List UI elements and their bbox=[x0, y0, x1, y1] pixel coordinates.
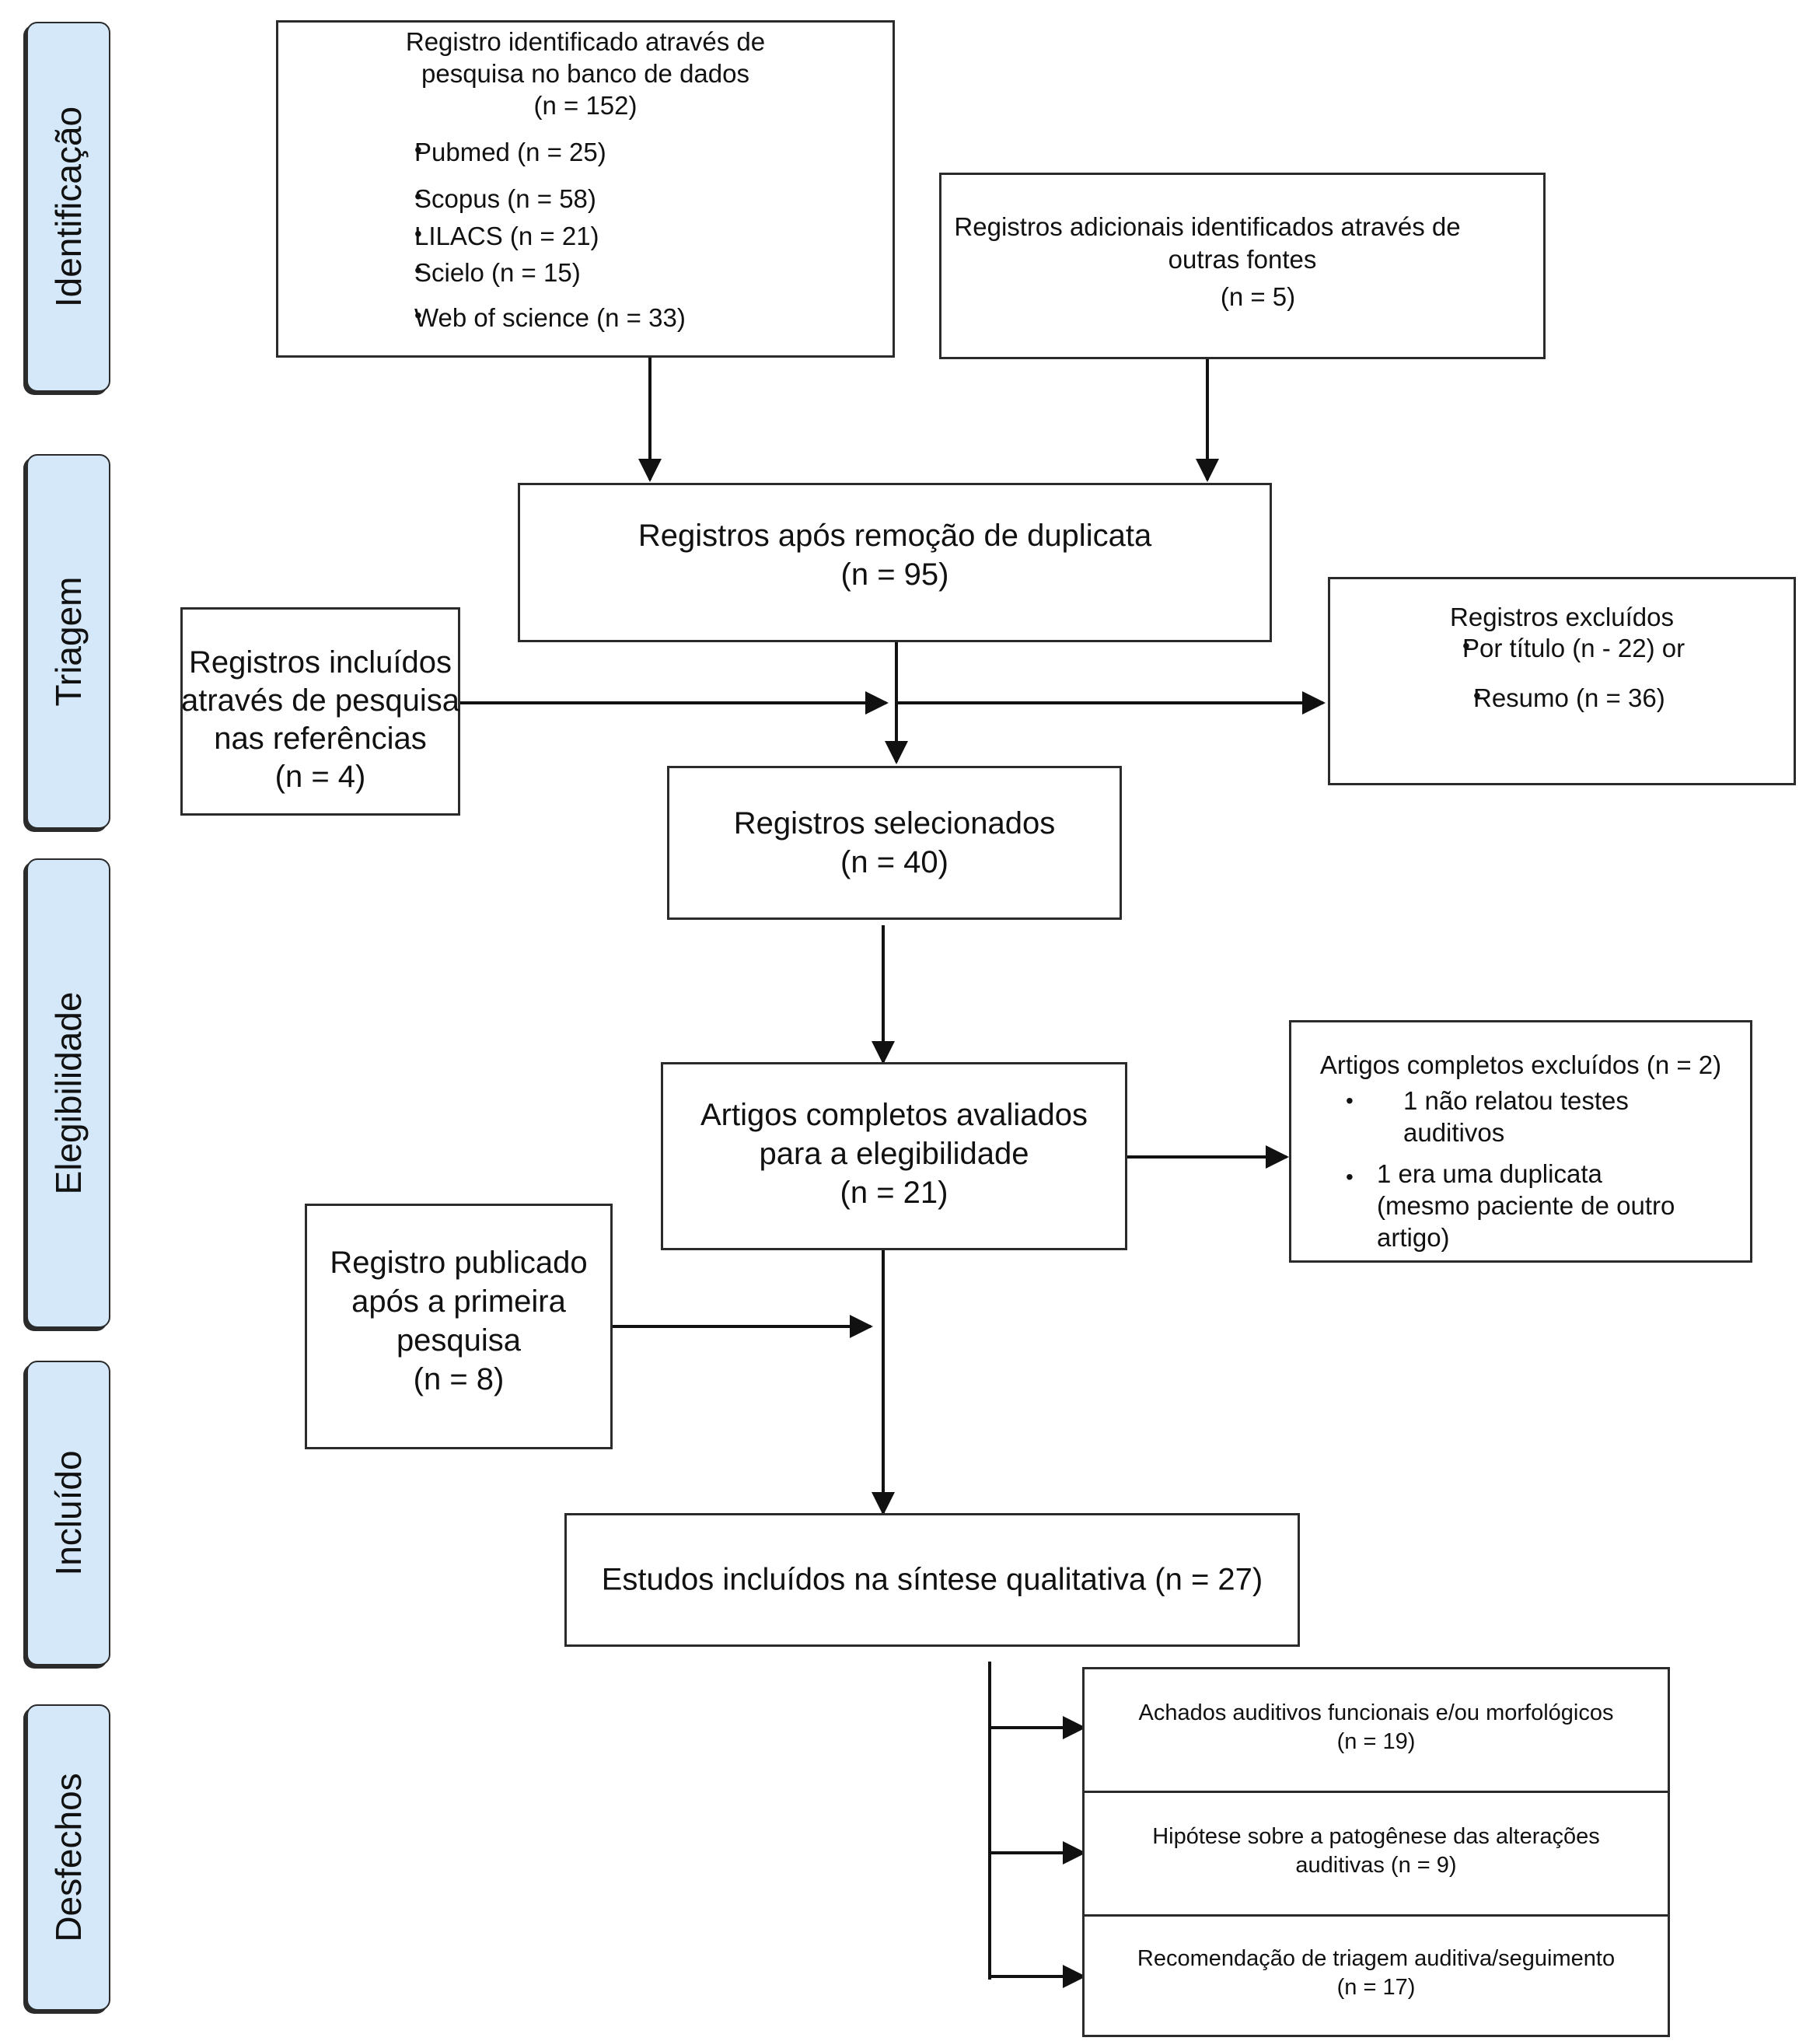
full-text-box: Artigos completos avaliados para a elegi… bbox=[661, 1062, 1127, 1250]
stage-triagem: Triagem bbox=[26, 454, 110, 829]
outcome-functional-line-1: Achados auditivos funcionais e/ou morfol… bbox=[1138, 1700, 1614, 1725]
selected-box: Registros selecionados (n = 40) bbox=[667, 766, 1122, 920]
references-box: Registros incluídos através de pesquisa … bbox=[180, 607, 460, 816]
full-text-line-2: para a elegibilidade bbox=[759, 1137, 1029, 1171]
published-after-line-1: Registro publicado bbox=[330, 1246, 588, 1280]
outcome-hypothesis-line-2: auditivas (n = 9) bbox=[1295, 1853, 1457, 1878]
outcome-hypothesis-line-1: Hipótese sobre a patogênese das alteraçõ… bbox=[1152, 1824, 1600, 1849]
not-reported-line-2: auditivos bbox=[1403, 1118, 1505, 1147]
stage-elegibilidade: Elegibilidade bbox=[26, 858, 110, 1328]
other-sources-line-2: outras fontes bbox=[1168, 245, 1317, 274]
duplicate-line-1: 1 era uma duplicata bbox=[1377, 1159, 1602, 1188]
excluded-by-abstract: Resumo (n = 36) bbox=[1473, 683, 1696, 713]
published-after-line-2: após a primeira bbox=[351, 1284, 566, 1319]
included-label: Estudos incluídos na síntese qualitativa… bbox=[601, 1562, 1263, 1597]
outcome-functional-line-2: (n = 19) bbox=[1336, 1729, 1416, 1754]
duplicate-line-3: artigo) bbox=[1377, 1223, 1450, 1252]
stage-desfechos: Desfechos bbox=[26, 1704, 110, 2011]
full-text-excluded-title: Artigos completos excluídos (n = 2) bbox=[1319, 1050, 1722, 1079]
db-search-title-2: pesquisa no banco de dados bbox=[421, 59, 749, 88]
references-line-1: Registros incluídos bbox=[189, 645, 452, 680]
selected-label: Registros selecionados bbox=[733, 806, 1056, 841]
db-search-title-1: Registro identificado através de bbox=[405, 27, 766, 56]
db-search-box: Registro identificado através de pesquis… bbox=[276, 20, 895, 358]
full-text-line-1: Artigos completos avaliados bbox=[700, 1098, 1088, 1132]
excluded-records-box: Registros excluídos Por título (n - 22) … bbox=[1328, 577, 1796, 785]
references-line-2: através de pesquisa bbox=[180, 683, 459, 718]
full-text-count: (n = 21) bbox=[840, 1176, 948, 1210]
outcome-screening-line-1: Recomendação de triagem auditiva/seguime… bbox=[1137, 1946, 1616, 1971]
db-search-count: (n = 152) bbox=[533, 91, 638, 120]
after-duplicates-count: (n = 95) bbox=[840, 557, 949, 592]
stage-incluido: Incluído bbox=[26, 1361, 110, 1665]
other-sources-line-1: Registros adicionais identificados atrav… bbox=[954, 212, 1461, 241]
included-box: Estudos incluídos na síntese qualitativa… bbox=[564, 1513, 1300, 1647]
outcome-screening-box: Recomendação de triagem auditiva/seguime… bbox=[1082, 1914, 1670, 2037]
other-sources-box: Registros adicionais identificados atrav… bbox=[939, 173, 1546, 359]
published-after-box: Registro publicado após a primeira pesqu… bbox=[305, 1204, 613, 1449]
references-count: (n = 4) bbox=[274, 760, 366, 794]
duplicate-line-2: (mesmo paciente de outro bbox=[1377, 1191, 1675, 1220]
published-after-line-3: pesquisa bbox=[396, 1323, 522, 1358]
excluded-records-title: Registros excluídos bbox=[1450, 603, 1674, 631]
excluded-by-title: Por título (n - 22) or bbox=[1462, 634, 1685, 683]
full-text-excluded-box: Artigos completos excluídos (n = 2) • 1 … bbox=[1289, 1020, 1752, 1263]
selected-count: (n = 40) bbox=[840, 845, 948, 879]
db-source-pubmed: Pubmed (n = 25) bbox=[414, 138, 686, 184]
references-line-3: nas referências bbox=[214, 722, 427, 756]
db-source-wos: Web of science (n = 33) bbox=[414, 303, 686, 333]
db-source-scielo: Scielo (n = 15) bbox=[414, 258, 686, 303]
db-source-lilacs: LILACS (n = 21) bbox=[414, 222, 686, 258]
other-sources-count: (n = 5) bbox=[1220, 282, 1296, 311]
published-after-count: (n = 8) bbox=[413, 1362, 505, 1396]
bullet-icon: • bbox=[1346, 1089, 1354, 1113]
not-reported-line-1: 1 não relatou testes bbox=[1403, 1086, 1629, 1115]
outcome-functional-box: Achados auditivos funcionais e/ou morfol… bbox=[1082, 1667, 1670, 1793]
db-source-scopus: Scopus (n = 58) bbox=[414, 184, 686, 222]
outcome-hypothesis-box: Hipótese sobre a patogênese das alteraçõ… bbox=[1082, 1791, 1670, 1917]
bullet-icon: • bbox=[1346, 1165, 1354, 1189]
outcome-screening-line-2: (n = 17) bbox=[1336, 1975, 1416, 2000]
after-duplicates-label: Registros após remoção de duplicata bbox=[638, 519, 1152, 553]
after-duplicates-box: Registros após remoção de duplicata (n =… bbox=[518, 483, 1272, 642]
stage-identificacao: Identificação bbox=[26, 22, 110, 392]
